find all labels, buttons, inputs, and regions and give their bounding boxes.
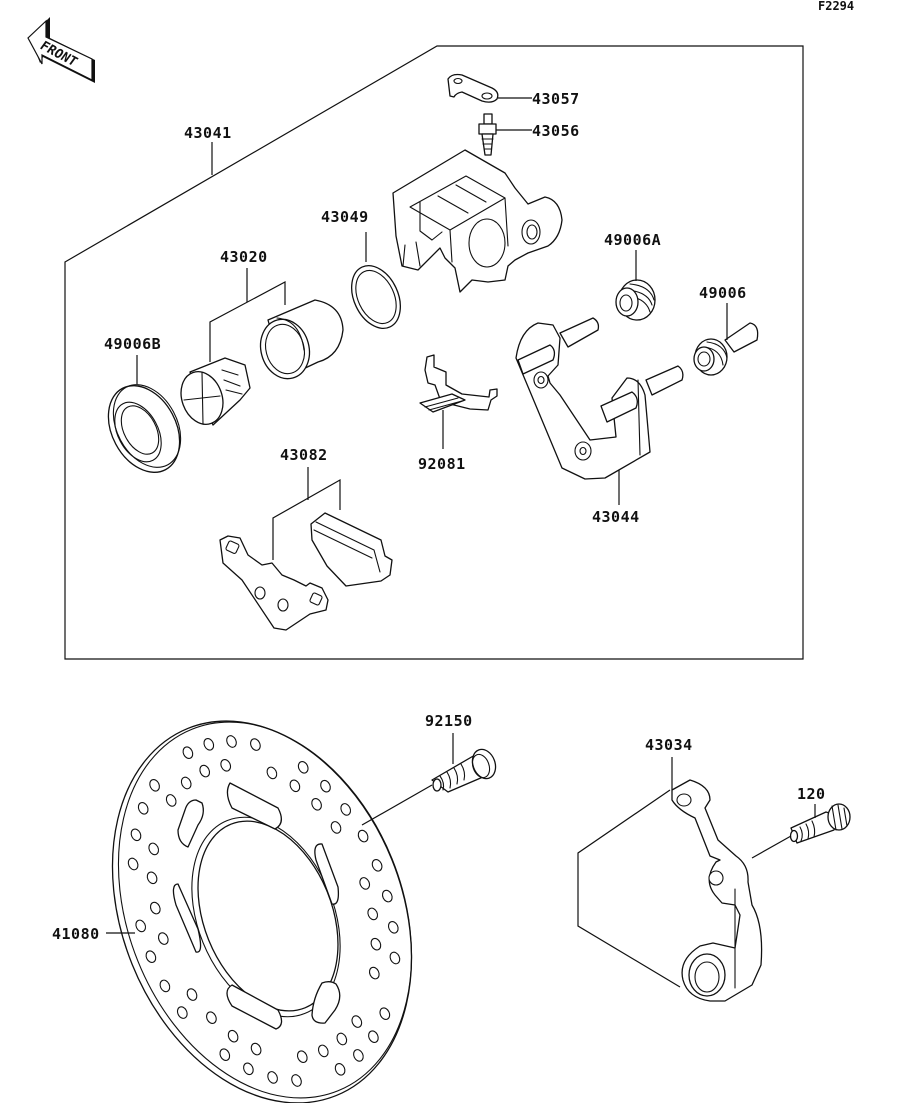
callout-41080[interactable]: 41080 (52, 925, 100, 943)
part-43034-outline (577, 789, 681, 988)
disc-hole (219, 1048, 231, 1062)
part-43049-seal-ring[interactable] (342, 258, 410, 336)
part-43020-insulator[interactable] (174, 357, 251, 430)
callout-120[interactable]: 120 (797, 785, 826, 803)
callout-92150[interactable]: 92150 (425, 712, 473, 730)
part-43056-bleeder-valve[interactable] (478, 113, 497, 156)
disc-hole (359, 877, 371, 890)
leader-120-axis (751, 835, 792, 859)
disc-hole (387, 920, 399, 934)
front-arrow-icon: FRONT (27, 17, 95, 83)
disc-hole (157, 932, 169, 945)
disc-hole (353, 1049, 364, 1062)
leader-92150-axis (361, 784, 433, 826)
disc-hole (165, 794, 177, 807)
disc-hole (203, 737, 215, 751)
disc-hole (159, 979, 171, 993)
disc-hole (145, 950, 157, 964)
callout-49006[interactable]: 49006 (699, 284, 747, 302)
disc-hole (267, 1071, 278, 1084)
disc-hole (389, 951, 401, 965)
part-43020-piston[interactable] (254, 299, 344, 384)
disc-hole (250, 1042, 262, 1056)
part-43057-bleeder-cap[interactable] (447, 73, 499, 103)
callout-43056[interactable]: 43056 (532, 122, 580, 140)
disc-hole (289, 779, 301, 793)
part-120-bolt[interactable] (789, 803, 851, 844)
disc-hole (296, 1050, 308, 1064)
part-caliper-body (392, 149, 563, 293)
disc-hole (226, 735, 237, 748)
callout-43034[interactable]: 43034 (645, 736, 693, 754)
disc-hole (149, 901, 161, 915)
part-49006-pin[interactable] (693, 322, 759, 376)
disc-hole (334, 1062, 346, 1076)
disc-hole (146, 871, 158, 885)
caliper-assembly-outline (64, 45, 804, 660)
disc-hole (291, 1074, 302, 1087)
disc-hole (127, 857, 139, 871)
part-41080-brake-disc[interactable] (58, 676, 466, 1103)
disc-hole (381, 889, 393, 903)
part-43082-brake-pad[interactable] (310, 512, 393, 587)
disc-hole (336, 1032, 348, 1046)
disc-hole (266, 766, 278, 780)
part-92081-spring-clip[interactable] (419, 354, 498, 413)
disc-hole (368, 1030, 379, 1044)
callout-43044[interactable]: 43044 (592, 508, 640, 526)
disc-hole (199, 764, 211, 778)
callout-49006B[interactable]: 49006B (104, 335, 161, 353)
part-43044-bracket[interactable] (515, 317, 684, 480)
callout-43041[interactable]: 43041 (184, 124, 232, 142)
disc-hole (330, 821, 342, 834)
disc-hole (130, 828, 142, 842)
disc-hole (317, 1044, 329, 1058)
part-43034-mount-bracket[interactable] (671, 779, 763, 1002)
part-49006B-dust-seal[interactable] (94, 373, 194, 485)
callout-43020[interactable]: 43020 (220, 248, 268, 266)
disc-hole (186, 988, 198, 1001)
disc-hole (148, 842, 160, 856)
disc-hole (371, 858, 383, 872)
callout-43049[interactable]: 43049 (321, 208, 369, 226)
disc-hole (227, 1029, 239, 1043)
disc-hole (206, 1011, 217, 1025)
callout-43082[interactable]: 43082 (280, 446, 328, 464)
disc-hole (182, 746, 194, 760)
part-43082-shim-plate[interactable] (219, 535, 329, 631)
disc-hole (351, 1015, 363, 1028)
leader-43082-bracket (272, 478, 341, 560)
callout-92081[interactable]: 92081 (418, 455, 466, 473)
disc-hole (243, 1062, 254, 1076)
disc-hole (367, 907, 379, 921)
disc-hole (135, 919, 147, 933)
disc-hole (379, 1007, 391, 1021)
disc-hole (250, 738, 261, 751)
callout-43057[interactable]: 43057 (532, 90, 580, 108)
disc-holes (127, 735, 401, 1087)
disc-hole (311, 797, 322, 811)
disc-hole (340, 803, 352, 816)
disc-hole (137, 801, 149, 815)
figure-code: F2294 (818, 0, 854, 13)
disc-hole (368, 966, 380, 980)
disc-hole (220, 758, 232, 772)
disc-slots (172, 782, 341, 1030)
disc-hole (149, 778, 160, 792)
disc-hole (357, 829, 369, 843)
callout-49006A[interactable]: 49006A (604, 231, 661, 249)
part-92150-disc-bolt[interactable] (431, 746, 499, 793)
part-49006A-boot[interactable] (615, 279, 656, 321)
disc-hole (370, 937, 382, 951)
disc-hole (297, 760, 309, 774)
disc-hole (320, 779, 331, 793)
disc-hole (180, 776, 192, 790)
disc-hole (176, 1006, 188, 1019)
